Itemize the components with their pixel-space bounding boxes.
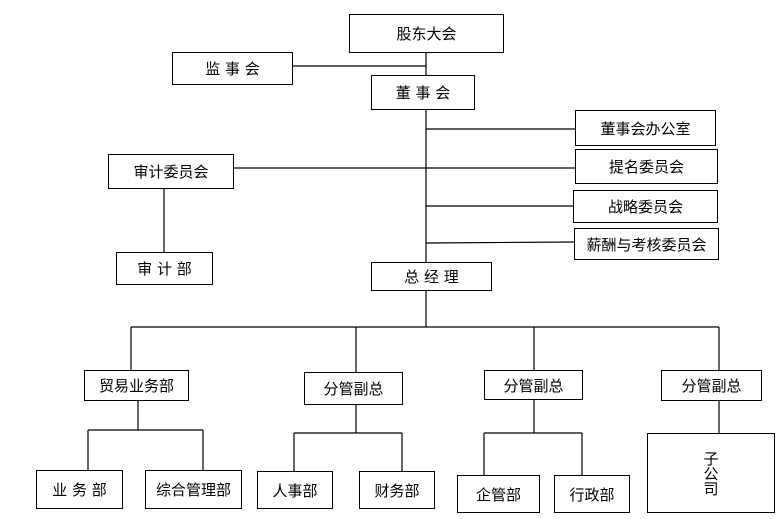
node-label: 综合管理部 [155, 481, 231, 499]
node-label: 董 事 会 [395, 84, 451, 102]
node-nomination-committee: 提名委员会 [575, 149, 718, 184]
node-label: 人事部 [272, 481, 318, 500]
node-subsidiary: 子公司 [647, 433, 775, 513]
node-label: 子公司 [701, 450, 720, 496]
node-finance-department: 财务部 [359, 471, 435, 509]
node-label: 提名委员会 [608, 158, 684, 176]
node-label: 行政部 [569, 485, 615, 504]
node-deputy-gm-2: 分管副总 [484, 370, 583, 400]
node-board-office: 董事会办公室 [575, 110, 716, 146]
node-supervisory-board: 监 事 会 [172, 52, 293, 85]
node-remuneration-committee: 薪酬与考核委员会 [574, 228, 719, 260]
node-label: 董事会办公室 [600, 119, 691, 138]
node-label: 业 务 部 [52, 481, 107, 499]
node-integrated-management-department: 综合管理部 [145, 470, 242, 509]
node-enterprise-management-department: 企管部 [457, 475, 540, 513]
node-label: 分管副总 [503, 376, 564, 395]
node-label: 总 经 理 [404, 268, 459, 286]
node-board-of-directors: 董 事 会 [371, 75, 475, 110]
node-label: 财务部 [374, 481, 420, 500]
node-label: 分管副总 [323, 380, 384, 398]
node-hr-department: 人事部 [257, 471, 333, 509]
node-label: 贸易业务部 [98, 377, 174, 395]
node-trade-business-department: 贸易业务部 [84, 370, 189, 401]
node-shareholders-meeting: 股东大会 [349, 14, 504, 53]
node-business-department: 业 务 部 [36, 470, 123, 509]
node-label: 股东大会 [396, 25, 457, 43]
node-label: 审 计 部 [137, 260, 192, 278]
node-audit-committee: 审计委员会 [108, 154, 234, 189]
node-label: 监 事 会 [205, 60, 260, 78]
node-audit-department: 审 计 部 [116, 252, 213, 285]
node-label: 薪酬与考核委员会 [586, 235, 707, 254]
node-label: 分管副总 [681, 377, 742, 395]
node-label: 战略委员会 [607, 198, 683, 216]
node-strategy-committee: 战略委员会 [573, 190, 718, 223]
node-deputy-gm-3: 分管副总 [661, 370, 762, 401]
node-general-manager: 总 经 理 [371, 262, 492, 291]
node-administration-department: 行政部 [554, 475, 630, 513]
node-label: 企管部 [475, 485, 521, 504]
node-label: 审计委员会 [133, 163, 209, 181]
node-deputy-gm-1: 分管副总 [304, 372, 403, 405]
